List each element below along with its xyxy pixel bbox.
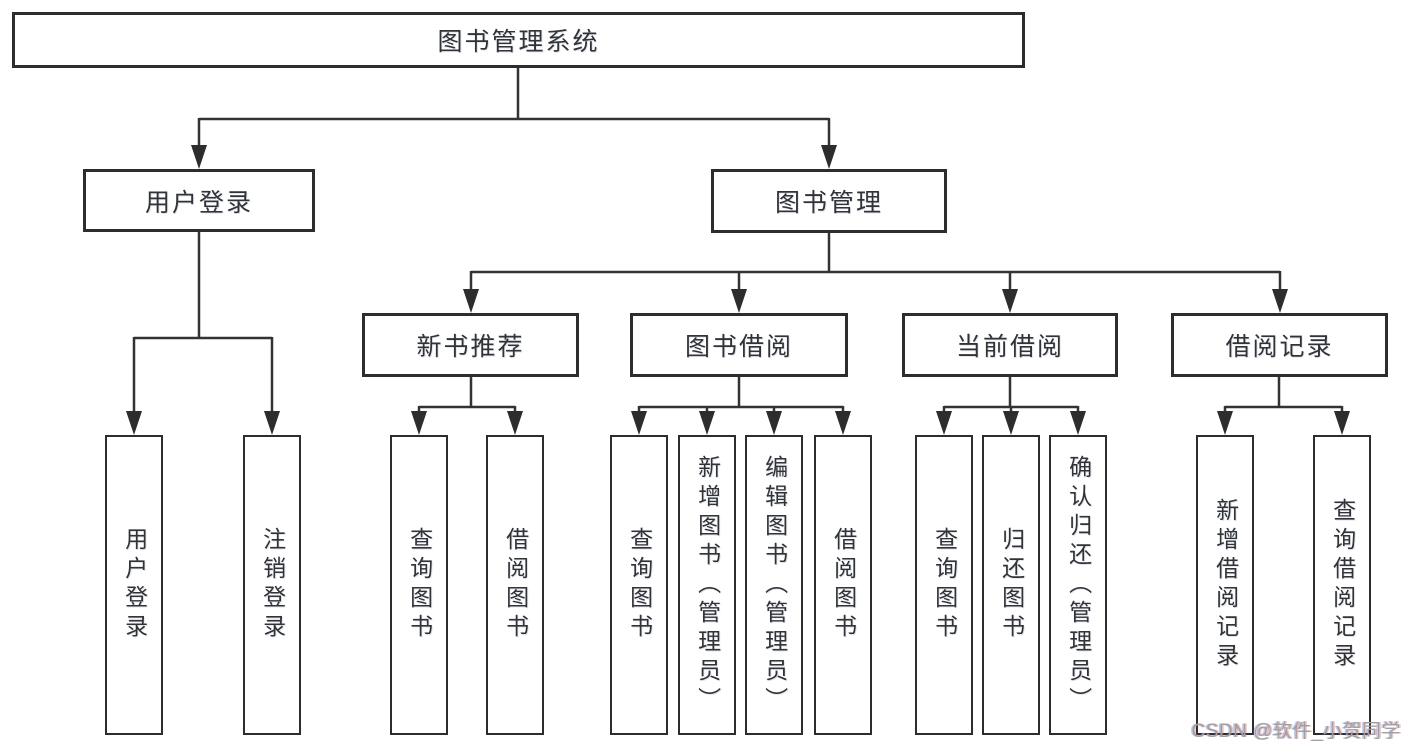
leaf-borrow-books-borrowing: 借阅图书 xyxy=(814,435,872,735)
leaf-edit-book-admin: 编辑图书（管理员） xyxy=(745,435,803,735)
leaf-query-books-borrowing: 查询图书 xyxy=(610,435,668,735)
leaf-borrow-books-recommend: 借阅图书 xyxy=(486,435,544,735)
leaf-query-books-current: 查询图书 xyxy=(915,435,973,735)
node-book-management: 图书管理 xyxy=(711,169,947,233)
node-new-book-recommend: 新书推荐 xyxy=(362,313,579,377)
csdn-watermark: CSDN @软件_小贺同学 xyxy=(1191,721,1401,742)
node-current-borrowing: 当前借阅 xyxy=(902,313,1118,377)
node-user-login-group: 用户登录 xyxy=(83,169,315,232)
node-library-management-system: 图书管理系统 xyxy=(12,12,1025,68)
leaf-add-borrow-record: 新增借阅记录 xyxy=(1196,435,1254,735)
node-borrow-records: 借阅记录 xyxy=(1171,313,1388,377)
leaf-user-login: 用户登录 xyxy=(105,435,163,735)
leaf-query-books-recommend: 查询图书 xyxy=(390,435,448,735)
leaf-confirm-return-admin: 确认归还（管理员） xyxy=(1049,435,1107,735)
leaf-logout: 注销登录 xyxy=(243,435,301,735)
leaf-add-book-admin: 新增图书（管理员） xyxy=(678,435,736,735)
arrowheads xyxy=(126,145,1350,435)
node-book-borrowing: 图书借阅 xyxy=(630,313,848,377)
leaf-return-books: 归还图书 xyxy=(982,435,1040,735)
leaf-query-borrow-record: 查询借阅记录 xyxy=(1313,435,1371,735)
